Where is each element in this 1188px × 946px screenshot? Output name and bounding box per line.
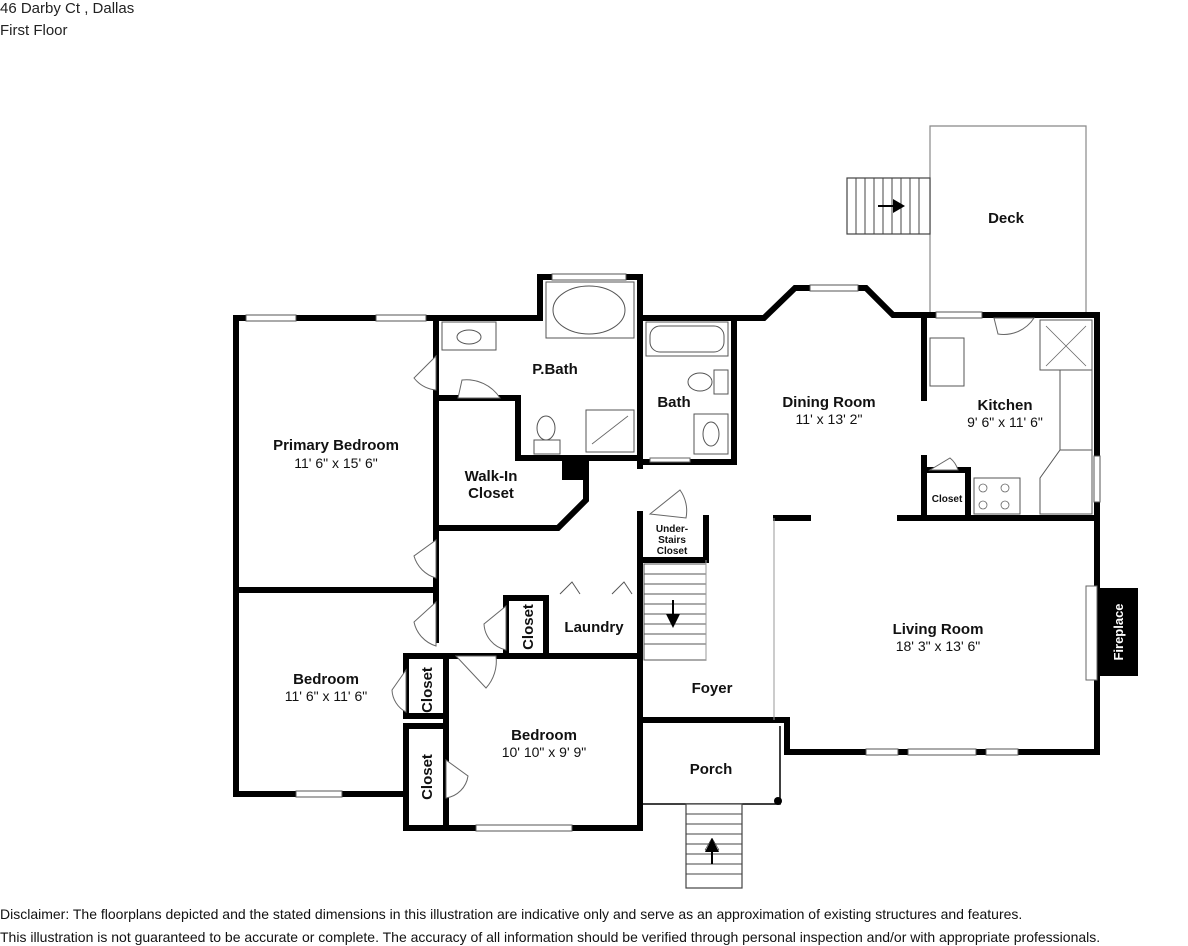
room-dims-living: 18' 3" x 13' 6" [896, 638, 981, 654]
room-label-understairs-2: Stairs [658, 535, 686, 546]
room-label-fireplace: Fireplace [1111, 603, 1126, 660]
doors [391, 317, 1035, 799]
room-label-deck: Deck [988, 210, 1025, 227]
room-label-understairs-1: Under- [656, 524, 688, 535]
room-dims-kitchen: 9' 6" x 11' 6" [967, 414, 1043, 430]
stair-arrow-up-icon [704, 837, 720, 864]
room-label-bedroom-3: Bedroom [511, 727, 577, 744]
room-dims-dining: 11' x 13' 2" [796, 411, 863, 427]
room-label-living: Living Room [893, 621, 984, 638]
room-dims-bedroom-2: 11' 6" x 11' 6" [285, 688, 368, 704]
porch [639, 726, 782, 889]
room-dims-primary-bedroom: 11' 6" x 15' 6" [294, 455, 378, 471]
room-label-bedroom-3-closet: Closet [419, 754, 436, 800]
room-label-dining: Dining Room [782, 394, 875, 411]
fireplace [1085, 585, 1138, 681]
room-label-kitchen-closet: Closet [932, 494, 963, 505]
room-label-porch: Porch [690, 761, 733, 778]
room-label-primary-bedroom: Primary Bedroom [273, 437, 399, 454]
fixture-details [591, 325, 1087, 510]
disclaimer-line-1: Disclaimer: The floorplans depicted and … [0, 906, 1023, 922]
address-title: 46 Darby Ct , Dallas [0, 0, 135, 17]
room-label-laundry-closet: Closet [520, 604, 537, 650]
stair-arrow-down-icon [666, 600, 680, 628]
fixtures [441, 281, 1093, 515]
room-label-laundry: Laundry [564, 619, 624, 636]
room-label-walkin: Walk-In [465, 468, 518, 485]
room-label-kitchen: Kitchen [977, 397, 1032, 414]
room-dims-bedroom-3: 10' 10" x 9' 9" [502, 744, 587, 760]
disclaimer-line-2: This illustration is not guaranteed to b… [0, 929, 1101, 945]
room-label-foyer: Foyer [692, 680, 733, 697]
floor-label: First Floor [0, 22, 68, 39]
room-label-bath: Bath [657, 394, 690, 411]
room-label-understairs-3: Closet [657, 546, 688, 557]
room-label-pbath: P.Bath [532, 361, 578, 378]
laundry-bifold-doors [559, 581, 633, 595]
interior-stairs [643, 563, 707, 661]
stair-arrow-right-icon [878, 199, 905, 213]
deck [846, 125, 1087, 312]
room-label-bedroom-2-closet: Closet [419, 667, 436, 713]
windows [245, 273, 1101, 832]
room-label-bedroom-2: Bedroom [293, 671, 359, 688]
wall-pillar [562, 456, 586, 480]
room-label-walkin-closet: Closet [468, 485, 514, 502]
